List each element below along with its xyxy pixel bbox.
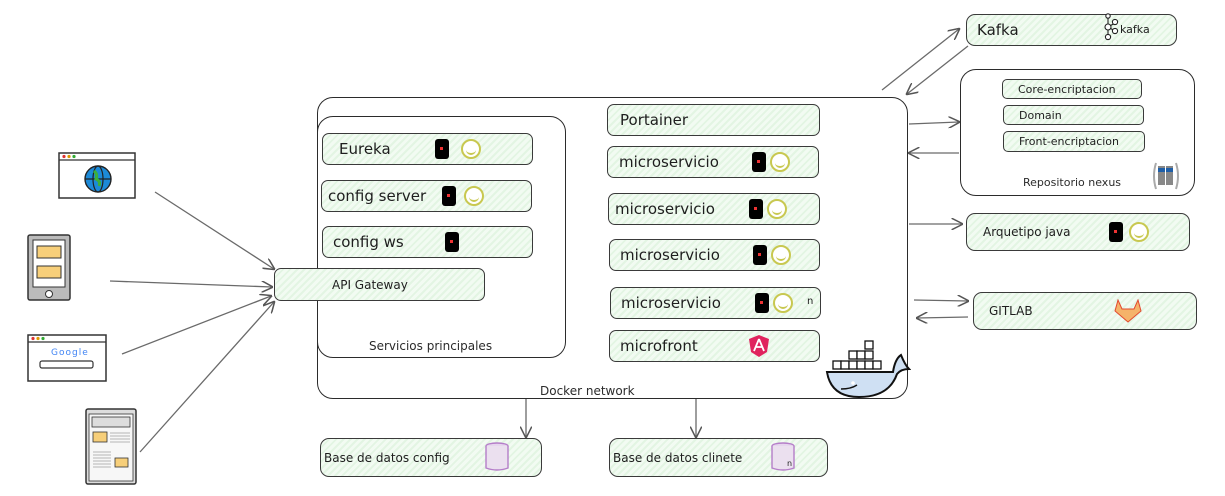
db-config-label: Base de datos config: [324, 450, 450, 465]
nexus-frame: [960, 69, 1195, 196]
config-ws-label: config ws: [333, 233, 404, 251]
arrow-gitlab-to-docker: [917, 317, 969, 318]
google-logo-text: Google: [51, 348, 89, 358]
nexus-item-core-encriptacion[interactable]: Core-encriptacion: [1002, 79, 1142, 99]
eureka-box[interactable]: Eureka: [322, 133, 533, 165]
docker-whale-icon: [825, 340, 911, 399]
spring-icon: [767, 199, 787, 219]
microservicio-box-1[interactable]: microservicio: [607, 146, 819, 178]
arrow-search-to-gateway: [121, 296, 271, 355]
config-server-label: config server: [328, 187, 427, 205]
nexus-item-label: Domain: [1019, 108, 1062, 122]
nexus-item-front-encriptacion[interactable]: Front-encriptacion: [1003, 131, 1145, 152]
db-instance-suffix: n: [787, 459, 793, 468]
gitlab-fox-icon: [1114, 299, 1142, 323]
nexus-server-icon: [1153, 162, 1179, 190]
portainer-label: Portainer: [620, 111, 688, 129]
arrow-tablet-to-gateway: [139, 302, 274, 453]
java-icon: [752, 152, 766, 172]
spring-icon: [464, 186, 484, 206]
java-icon: [445, 232, 459, 252]
client-mobile: [27, 234, 71, 301]
db-config-box[interactable]: Base de datos config: [320, 438, 542, 477]
arrow-kafka-to-docker: [907, 45, 969, 94]
arquetipo-java-label: Arquetipo java: [983, 225, 1071, 239]
database-icon: [771, 442, 795, 471]
java-icon: [753, 245, 767, 265]
microfront-box[interactable]: microfront: [609, 330, 820, 362]
portainer-box[interactable]: Portainer: [607, 104, 820, 136]
spring-icon: [771, 245, 791, 265]
java-icon: [435, 139, 449, 159]
kafka-box[interactable]: Kafka kafka: [966, 13, 1177, 46]
api-gateway-box[interactable]: API Gateway: [274, 268, 485, 301]
kafka-logo-icon: [1104, 13, 1119, 41]
gitlab-label: GITLAB: [989, 304, 1033, 318]
nexus-item-label: Core-encriptacion: [1018, 82, 1116, 96]
servicios-principales-frame: [317, 116, 566, 358]
microservicio-box-3[interactable]: microservicio: [609, 239, 820, 271]
config-ws-box[interactable]: config ws: [322, 226, 533, 258]
db-cliente-box[interactable]: Base de datos clinete n: [609, 438, 828, 477]
spring-icon: [1129, 222, 1149, 242]
api-gateway-label: API Gateway: [332, 277, 408, 292]
instance-count-suffix: n: [807, 296, 814, 307]
nexus-label: Repositorio nexus: [1023, 176, 1122, 189]
microservicio-label: microservicio: [621, 294, 721, 312]
microservicio-label: microservicio: [615, 200, 715, 218]
angular-icon: [749, 335, 769, 357]
spring-icon: [773, 293, 793, 313]
mobile-phone-icon: [27, 234, 71, 301]
microservicio-box-n[interactable]: microservicio n: [610, 287, 821, 319]
arquetipo-java-box[interactable]: Arquetipo java: [966, 213, 1190, 251]
arrow-docker-to-kafka: [881, 29, 959, 91]
client-web-browser: [58, 152, 136, 199]
kafka-label: Kafka: [977, 21, 1019, 39]
arrow-docker-to-gitlab: [913, 300, 968, 301]
java-icon: [1109, 222, 1123, 242]
microservicio-box-2[interactable]: microservicio: [608, 193, 820, 225]
arrow-web-to-gateway: [154, 191, 274, 269]
arrow-docker-to-nexus: [908, 122, 959, 124]
spring-icon: [770, 152, 790, 172]
kafka-logo-text: kafka: [1120, 23, 1150, 36]
java-icon: [755, 293, 769, 313]
database-icon: [485, 442, 509, 471]
tablet-document-icon: [85, 408, 137, 485]
config-server-box[interactable]: config server: [321, 180, 532, 212]
microfront-label: microfront: [620, 337, 698, 355]
docker-network-label: Docker network: [540, 384, 635, 398]
arrow-mobile-to-gateway: [109, 280, 272, 287]
nexus-item-domain[interactable]: Domain: [1003, 105, 1144, 125]
spring-icon: [461, 139, 481, 159]
gitlab-box[interactable]: GITLAB: [973, 292, 1197, 330]
globe-browser-icon: [58, 152, 136, 199]
nexus-item-label: Front-encriptacion: [1019, 135, 1119, 148]
java-icon: [442, 186, 456, 206]
java-icon: [749, 199, 763, 219]
eureka-label: Eureka: [339, 140, 391, 158]
microservicio-label: microservicio: [620, 246, 720, 264]
client-tablet: [85, 408, 137, 485]
google-browser-icon: [27, 334, 107, 382]
db-cliente-label: Base de datos clinete: [613, 450, 743, 465]
client-search-browser: Google: [27, 334, 107, 382]
microservicio-label: microservicio: [619, 153, 719, 171]
servicios-principales-label: Servicios principales: [369, 339, 493, 353]
